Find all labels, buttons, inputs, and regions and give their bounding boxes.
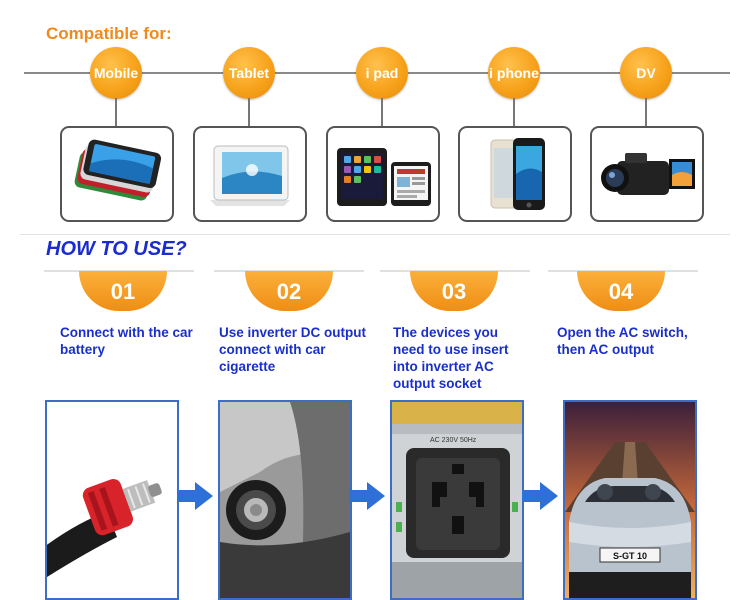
device-box-iphone [458,126,572,222]
arrow-right-icon [522,482,558,515]
camcorder-icon [601,153,695,195]
device-box-dv [590,126,704,222]
step-description: Use inverter DC output connect with car … [219,325,367,374]
inverter-socket-image: AC 230V 50Hz [392,402,522,598]
step-number-badge: 02 [245,271,333,311]
step-description: The devices you need to use insert into … [393,325,509,391]
socket-rating-label: AC 230V 50Hz [430,437,477,444]
step-number-badge: 04 [577,271,665,311]
connector-stem [513,98,515,126]
bubble-iphone: i phone [488,47,540,99]
photo-cigarette-socket [218,400,352,600]
cigarette-socket-image [220,402,350,598]
section-divider [20,234,730,235]
bubble-label: i pad [365,65,399,81]
convertible-car-image: S-GT 10 [565,402,695,598]
bubble-label: Mobile [93,65,139,81]
device-box-ipad [326,126,440,222]
arrow-right-icon [349,482,385,515]
how-to-use-title: HOW TO USE? [46,238,187,260]
photo-convertible-car: S-GT 10 [563,400,697,600]
bubble-label: DV [636,65,656,81]
compatible-title: Compatible for: [46,24,172,43]
bubble-ipad: i pad [356,47,408,99]
device-box-tablet [193,126,307,222]
ipad-icon [337,148,431,206]
step-description: Connect with the car battery [60,325,193,357]
bubble-dv: DV [620,47,672,99]
tablet-icon [210,145,290,206]
photo-car-plug [45,400,179,600]
step-number-badge: 03 [410,271,498,311]
car-plug-image [47,402,177,598]
step-number-badge: 01 [79,271,167,311]
connector-stem [381,98,383,126]
mobile-phones-icon [74,139,162,201]
connector-stem [645,98,647,126]
bubble-label: i phone [489,65,539,81]
device-box-mobile [60,126,174,222]
bubble-mobile: Mobile [90,47,142,99]
iphone-icon [490,138,545,210]
photo-inverter-socket: AC 230V 50Hz [390,400,524,600]
step-description: Open the AC switch, then AC output [557,325,688,357]
license-plate-text: S-GT 10 [613,551,647,561]
bubble-tablet: Tablet [223,47,275,99]
connector-stem [248,98,250,126]
arrow-right-icon [177,482,213,515]
connector-stem [115,98,117,126]
bubble-label: Tablet [228,65,270,81]
